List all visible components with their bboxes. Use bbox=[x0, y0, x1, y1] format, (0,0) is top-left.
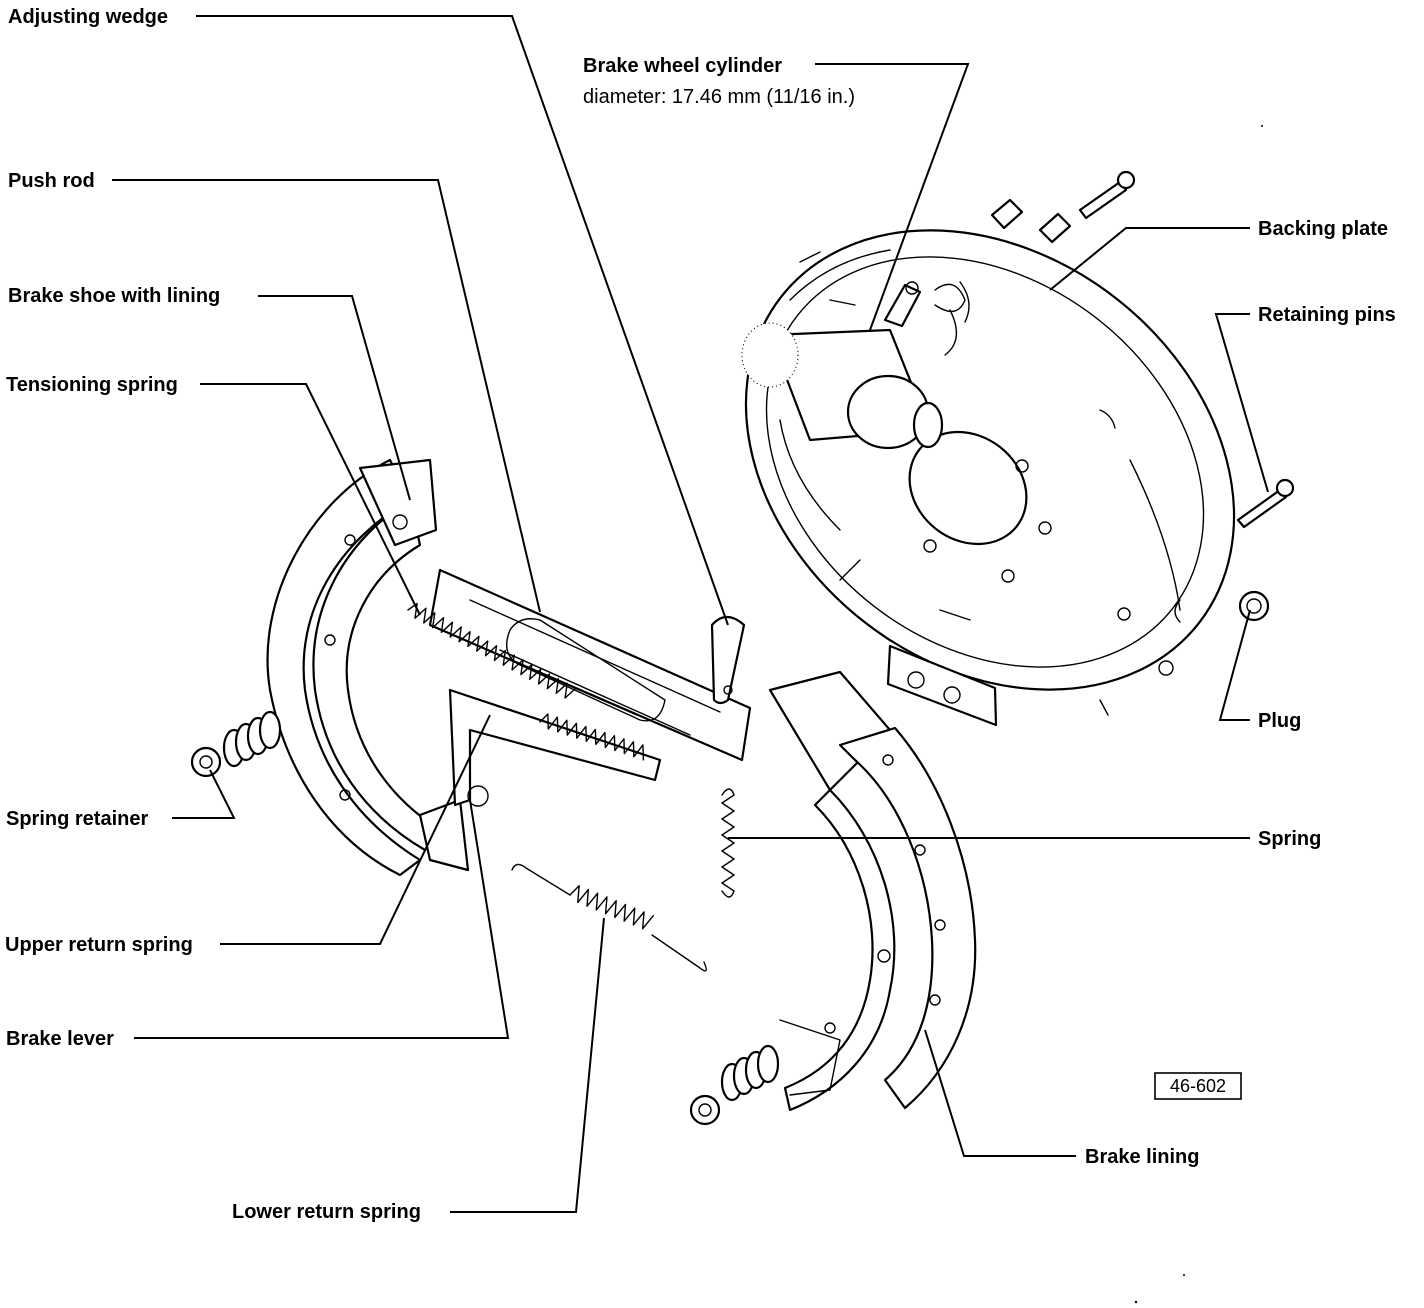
plug-part bbox=[1238, 590, 1270, 622]
label-spring-retainer: Spring retainer bbox=[6, 808, 148, 830]
adjusting-wedge-part bbox=[710, 615, 746, 705]
brake-shoe-right bbox=[768, 670, 977, 1112]
label-tensioning-spring: Tensioning spring bbox=[6, 374, 178, 396]
leader-wheel-cylinder bbox=[815, 63, 970, 331]
leader-brake-lever bbox=[134, 799, 510, 1039]
scan-speck bbox=[1134, 1300, 1138, 1304]
label-retaining-pins: Retaining pins bbox=[1258, 304, 1396, 326]
lower-return-spring-part bbox=[511, 863, 707, 972]
push-rod-part bbox=[428, 568, 752, 762]
label-push-rod: Push rod bbox=[8, 170, 95, 192]
brake-shoe-left bbox=[266, 458, 470, 877]
retaining-pin-right bbox=[1236, 478, 1295, 529]
leader-push-rod bbox=[112, 179, 541, 613]
leader-adjusting-wedge bbox=[196, 15, 729, 626]
spring-retainer-right bbox=[689, 1044, 780, 1126]
brake-wheel-cylinder-part bbox=[741, 281, 966, 450]
leader-brake-lining bbox=[924, 1029, 1076, 1157]
label-brake-lining: Brake lining bbox=[1085, 1146, 1199, 1168]
label-plug: Plug bbox=[1258, 710, 1301, 732]
leader-spring-retainer bbox=[172, 769, 236, 819]
scan-speck bbox=[1183, 1274, 1185, 1276]
label-adjusting-wedge: Adjusting wedge bbox=[8, 6, 168, 28]
spring-part bbox=[721, 788, 735, 898]
figure-reference: 46-602 bbox=[1154, 1072, 1242, 1100]
leader-brake-shoe bbox=[258, 295, 411, 501]
leader-lower-return-spring bbox=[450, 917, 605, 1213]
label-brake-shoe-with-lining: Brake shoe with lining bbox=[8, 285, 220, 307]
label-brake-lever: Brake lever bbox=[6, 1028, 114, 1050]
labels: Adjusting wedge Brake wheel cylinder dia… bbox=[5, 6, 1396, 1223]
label-backing-plate: Backing plate bbox=[1258, 218, 1388, 240]
label-upper-return-spring: Upper return spring bbox=[5, 934, 193, 956]
tensioning-spring-part bbox=[407, 602, 577, 699]
scan-speck bbox=[1261, 125, 1263, 127]
leader-backing-plate bbox=[1049, 227, 1250, 291]
retaining-pins-top bbox=[990, 170, 1136, 244]
spring-retainer-left bbox=[190, 710, 282, 778]
label-brake-wheel-cylinder: Brake wheel cylinder bbox=[583, 55, 782, 77]
leader-plug bbox=[1218, 609, 1251, 721]
leader-lines bbox=[112, 15, 1269, 1213]
label-cylinder-diameter: diameter: 17.46 mm (11/16 in.) bbox=[583, 86, 855, 108]
leader-tensioning-spring bbox=[200, 383, 421, 616]
label-lower-return-spring: Lower return spring bbox=[232, 1201, 421, 1223]
backing-plate-part bbox=[744, 229, 1236, 727]
leader-upper-return-spring bbox=[220, 714, 491, 945]
brake-lever-part bbox=[448, 688, 662, 807]
figure-reference-number: 46-602 bbox=[1170, 1076, 1226, 1096]
label-spring: Spring bbox=[1258, 828, 1321, 850]
leader-retaining-pins bbox=[1214, 313, 1269, 493]
